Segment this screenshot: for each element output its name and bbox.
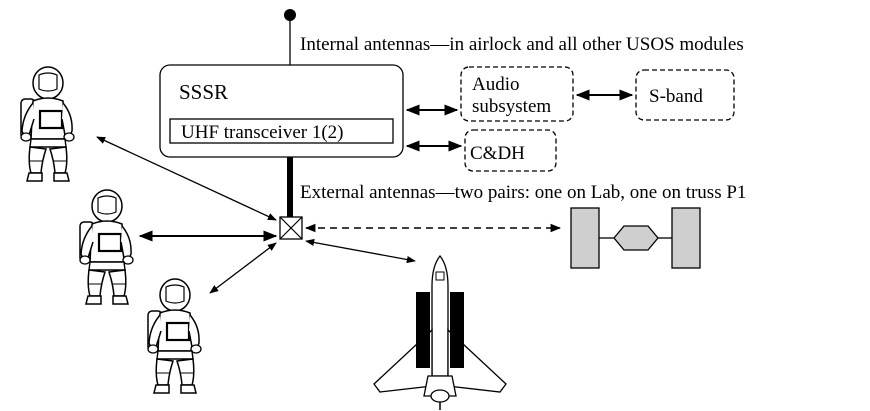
astronaut-icon <box>19 65 76 183</box>
astronaut-icon <box>78 188 135 306</box>
external-antenna-icon <box>279 216 303 240</box>
cdh-label: C&DH <box>470 143 525 164</box>
s-band-label: S-band <box>649 86 703 107</box>
internal-antennas-label: Internal antennas—in airlock and all oth… <box>300 34 744 55</box>
sssr-label: SSSR <box>179 80 228 104</box>
audio-subsystem-box <box>460 66 574 122</box>
link-astronaut-3 <box>209 242 277 294</box>
space-shuttle-icon <box>373 254 507 410</box>
astronaut-icon <box>146 277 203 395</box>
link-shuttle <box>305 238 416 264</box>
uhf-transceiver-label: UHF transceiver 1(2) <box>181 122 344 143</box>
external-antennas-label: External antennas—two pairs: one on Lab,… <box>300 182 746 203</box>
s-band-box <box>635 69 735 121</box>
antenna-icon <box>284 9 296 21</box>
link-astronaut-1 <box>96 136 277 221</box>
space-station-icon <box>570 207 701 269</box>
audio-label-line1: Audio <box>472 74 520 95</box>
cdh-box <box>464 129 557 172</box>
audio-label-line2: subsystem <box>472 96 551 117</box>
